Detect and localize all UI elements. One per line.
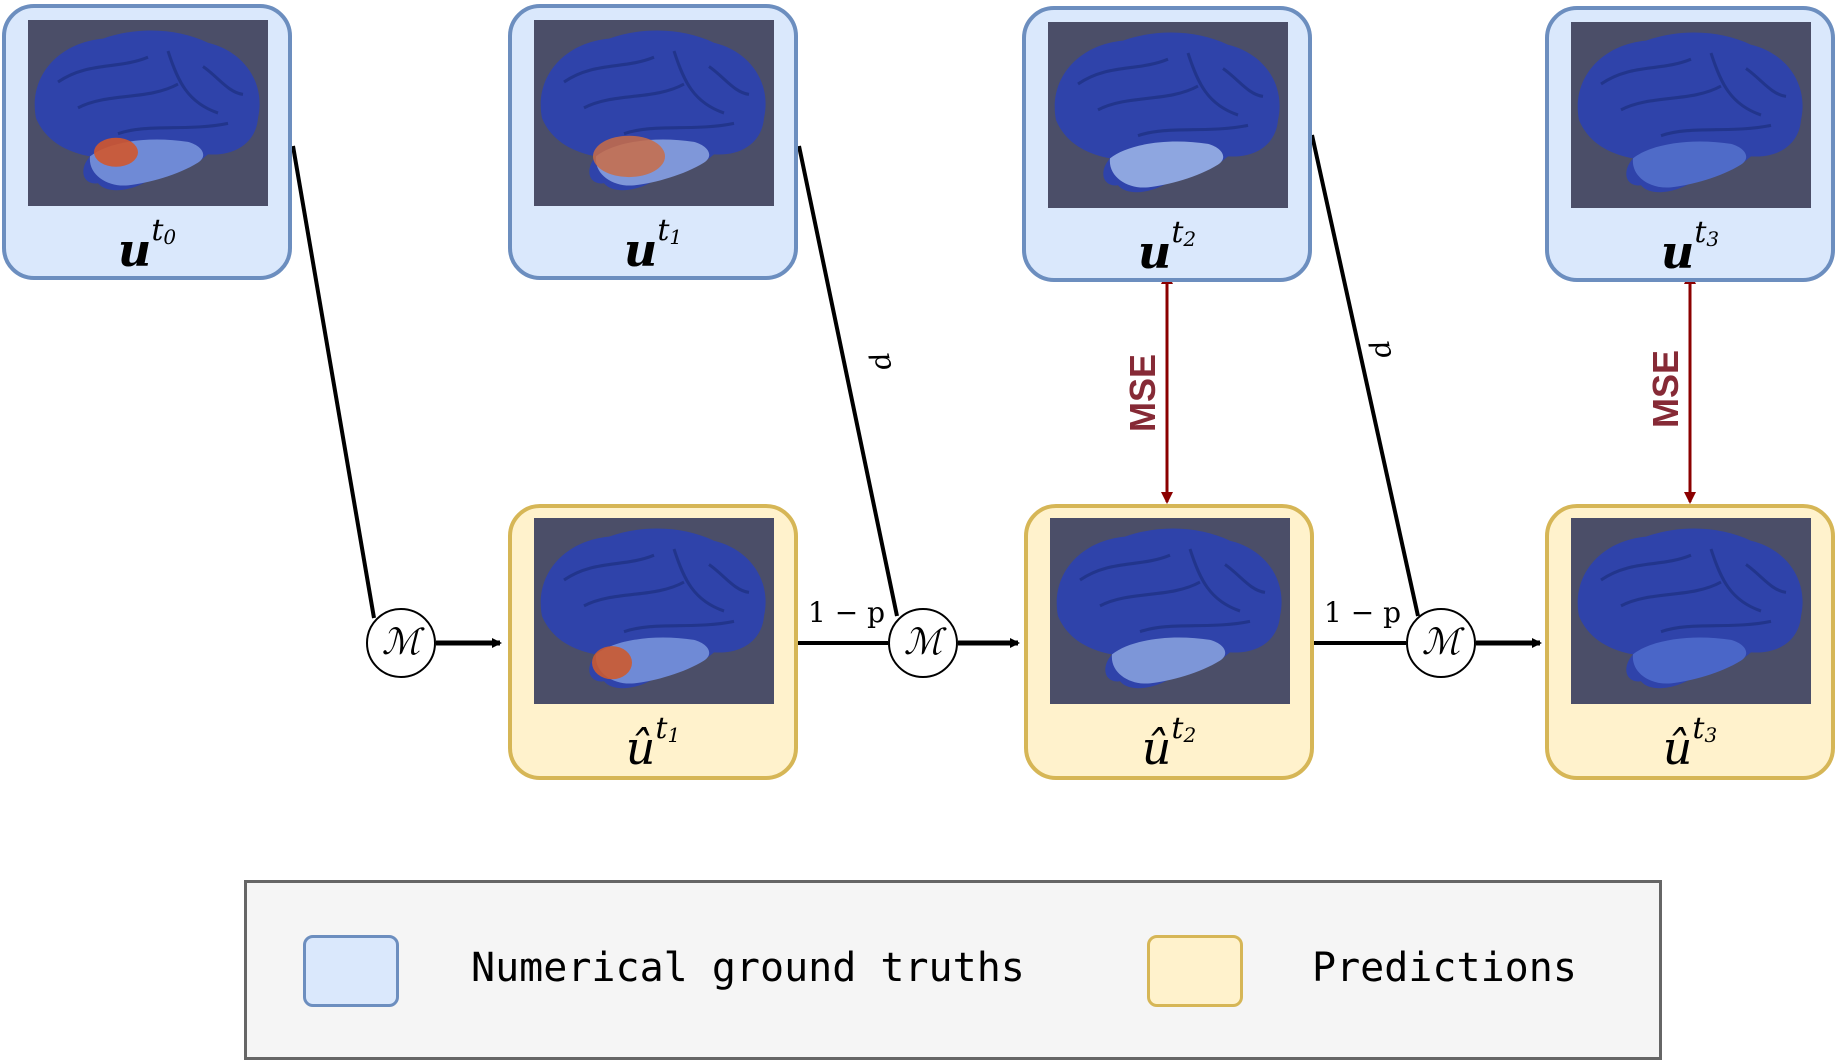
gt-label-1: ut1 <box>623 213 683 277</box>
legend-swatch-gt <box>303 935 399 1007</box>
pred-box-1: ût1 <box>508 504 798 780</box>
edge-u2-to-op3 <box>1310 134 1420 617</box>
pred-label-2: ût2 <box>1141 711 1197 775</box>
brain-render <box>1577 32 1803 193</box>
brain-render <box>540 30 766 191</box>
gt-box-2: ut2 <box>1022 6 1312 282</box>
gt-label-3: ut3 <box>1660 215 1720 279</box>
mse-label-3: MSE <box>1645 349 1687 429</box>
brain-image <box>534 20 774 206</box>
gt-label-0: ut0 <box>117 213 177 277</box>
gt-label-2: ut2 <box>1137 215 1197 279</box>
gt-box-3: ut3 <box>1545 6 1835 282</box>
legend-swatch-pred <box>1147 935 1243 1007</box>
pred-box-2: ût2 <box>1024 504 1314 780</box>
legend: Numerical ground truths Predictions <box>244 880 1662 1060</box>
brain-render <box>540 528 766 689</box>
operator-node-1: ℳ <box>366 608 436 678</box>
operator-node-2: ℳ <box>888 608 958 678</box>
brain-render <box>1054 32 1280 193</box>
gt-box-0: ut0 <box>2 4 292 280</box>
legend-label-gt: Numerical ground truths <box>471 945 1025 991</box>
brain-image <box>1571 518 1811 704</box>
pred-label-3: ût3 <box>1662 711 1718 775</box>
brain-image <box>1048 22 1288 208</box>
operator-node-3: ℳ <box>1406 608 1476 678</box>
edge-label-one-minus-p-2: 1 − p <box>1324 596 1401 629</box>
brain-render <box>1056 528 1282 689</box>
brain-image <box>1050 518 1290 704</box>
edge-u1-to-op2 <box>797 145 899 617</box>
brain-render <box>34 30 260 191</box>
brain-image <box>1571 22 1811 208</box>
legend-label-pred: Predictions <box>1312 945 1577 991</box>
brain-render <box>1577 528 1803 689</box>
gt-box-1: ut1 <box>508 4 798 280</box>
brain-image <box>28 20 268 206</box>
brain-image <box>534 518 774 704</box>
pred-box-3: ût3 <box>1545 504 1835 780</box>
edge-u0-to-op1 <box>291 145 376 619</box>
mse-label-2: MSE <box>1122 353 1164 433</box>
pred-label-1: ût1 <box>625 711 681 775</box>
edge-label-one-minus-p-1: 1 − p <box>808 596 885 629</box>
